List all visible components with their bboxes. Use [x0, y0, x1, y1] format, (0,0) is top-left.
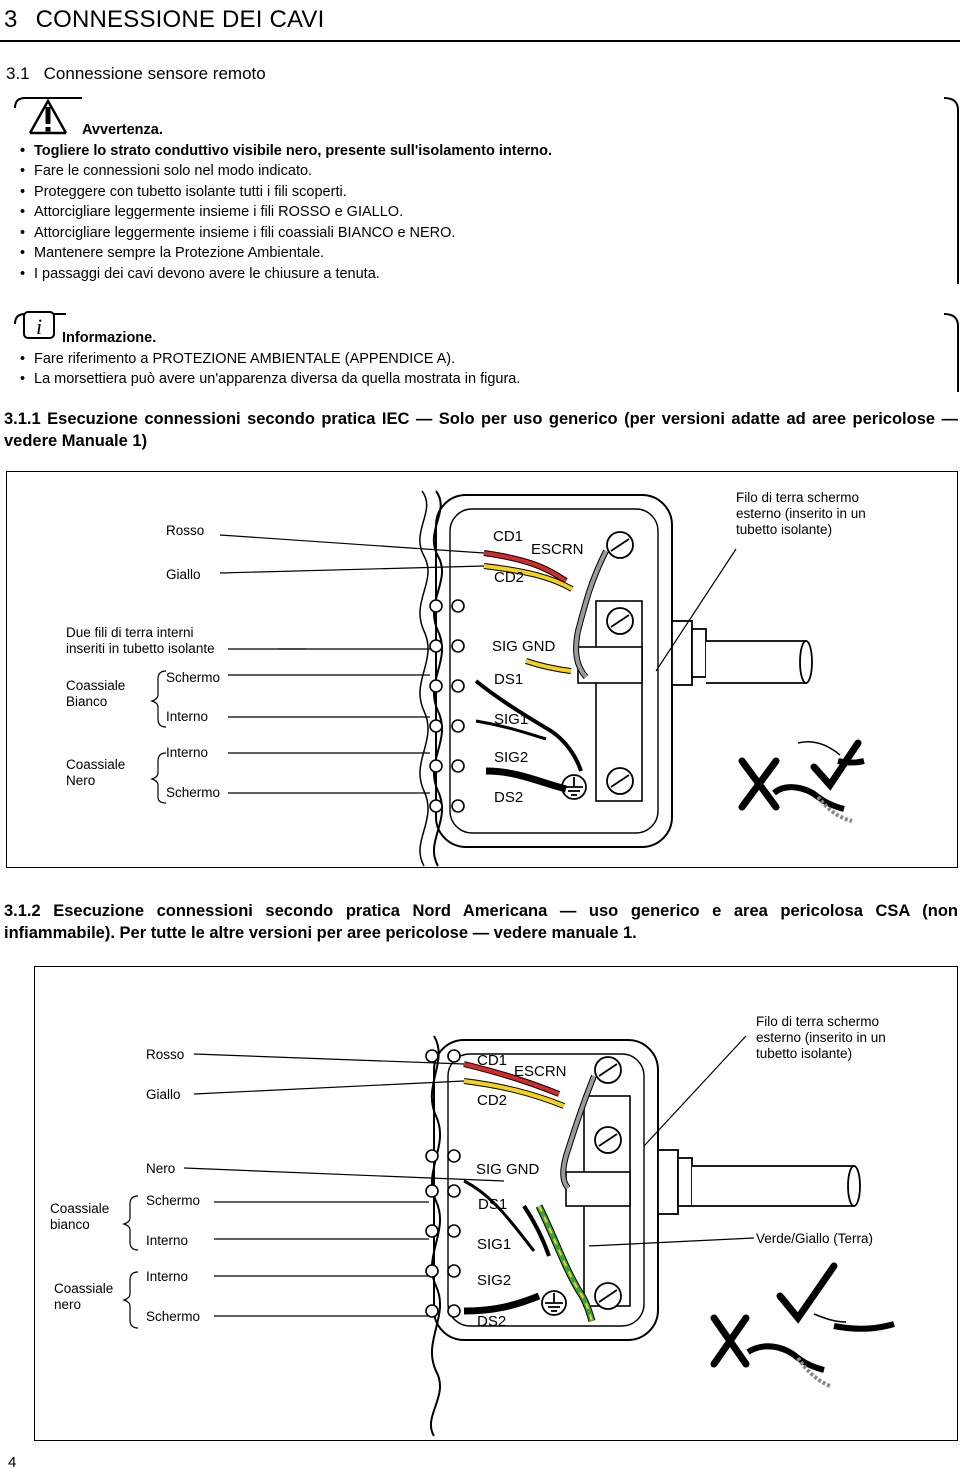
wrong-right-symbols: [710, 1262, 895, 1388]
label-verde-giallo-terra: Verde/Giallo (Terra): [756, 1231, 874, 1246]
wire-red: [483, 551, 568, 583]
wire-black-2: [463, 1292, 541, 1315]
earth-symbol: [561, 774, 587, 800]
label-coassiale-bianco: Coassiale Bianco: [66, 678, 126, 709]
figure-2-drawing: [122, 1035, 895, 1437]
figure-2-frame: [34, 966, 958, 1441]
earth-symbol: [541, 1290, 567, 1316]
svg-text:i: i: [36, 314, 42, 339]
terminal-ds2: DS2: [494, 789, 524, 806]
section-number: 3: [4, 6, 18, 33]
label-giallo: Giallo: [146, 1087, 181, 1102]
page-number: 4: [8, 1454, 17, 1471]
terminal-ds2: DS2: [477, 1313, 507, 1330]
label-coassiale-bianco: Coassiale bianco: [50, 1201, 110, 1232]
leader-lines: [219, 534, 737, 794]
terminal-sig1: SIG1: [477, 1236, 512, 1253]
wire-yellow: [483, 564, 573, 591]
cable-gland: [671, 620, 813, 686]
terminal-sig2: SIG2: [494, 749, 529, 766]
label-nero: Nero: [146, 1161, 176, 1176]
wire-black-2: [485, 767, 567, 793]
info-block: Informazione. Fare riferimento a PROTEZI…: [18, 328, 948, 390]
terminal-screws: [594, 1056, 622, 1310]
figure-1-drawing: [150, 490, 865, 867]
warning-title: Avvertenza.: [82, 122, 163, 138]
info-item: La morsettiera può avere un'apparenza di…: [18, 369, 948, 390]
warning-item: Attorcigliare leggermente insieme i fili…: [18, 202, 948, 223]
warning-item: I passaggi dei cavi devono avere le chiu…: [18, 264, 948, 285]
label-schermo: Schermo: [146, 1193, 201, 1208]
subsection-number: 3.1: [6, 64, 30, 83]
label-interno: Interno: [146, 1269, 189, 1284]
section-title-text: CONNESSIONE DEI CAVI: [35, 6, 325, 33]
info-item: Fare riferimento a PROTEZIONE AMBIENTALE…: [18, 349, 948, 370]
leader-lines: [183, 1035, 755, 1317]
subsection-title: 3.1 Connessione sensore remoto: [6, 64, 266, 84]
label-schermo: Schermo: [146, 1309, 201, 1324]
terminal-strip: [595, 600, 643, 802]
terminal-cd2: CD2: [477, 1092, 508, 1109]
info-list: Fare riferimento a PROTEZIONE AMBIENTALE…: [18, 349, 948, 390]
terminal-screws: [606, 531, 634, 795]
wire-black-1: [474, 679, 583, 772]
warning-block: Avvertenza. Togliere lo strato conduttiv…: [18, 120, 948, 284]
warning-item: Attorcigliare leggermente insieme i fili…: [18, 223, 948, 244]
screw-holes-left: [425, 1049, 461, 1318]
label-giallo: Giallo: [166, 567, 201, 582]
terminal-ds1: DS1: [494, 671, 524, 688]
label-filo-terra-schermo: Filo di terra schermo esterno (inserito …: [756, 1014, 886, 1061]
terminal-escrn: ESCRN: [514, 1063, 567, 1080]
terminal-escrn: ESCRN: [531, 541, 584, 558]
wire-yellow: [463, 1079, 565, 1108]
warning-frame: [14, 97, 959, 284]
label-rosso: Rosso: [166, 523, 205, 538]
label-interno: Interno: [146, 1233, 189, 1248]
header-rule: [0, 40, 960, 42]
figure-1-frame: [6, 471, 958, 868]
wrong-right-symbols: [738, 739, 865, 823]
label-interno: Interno: [166, 709, 209, 724]
wire-grey: [561, 1075, 596, 1190]
screw-holes-left: [429, 599, 465, 813]
terminal-cd2: CD2: [494, 569, 525, 586]
label-coassiale-nero: Coassiale Nero: [66, 757, 126, 788]
subsection-title-text: Connessione sensore remoto: [43, 64, 266, 83]
label-interno: Interno: [166, 745, 209, 760]
cable-gland: [657, 1149, 861, 1215]
wire-grey: [574, 550, 608, 679]
label-coassiale-nero: Coassiale nero: [54, 1281, 114, 1312]
terminal-sig-gnd: SIG GND: [476, 1161, 540, 1178]
section-311-heading: 3.1.1 Esecuzione connessioni secondo pra…: [4, 410, 958, 450]
label-rosso: Rosso: [146, 1047, 185, 1062]
terminal-sig2: SIG2: [477, 1272, 512, 1289]
label-filo-terra-schermo: Filo di terra schermo esterno (inserito …: [736, 490, 866, 537]
label-schermo: Schermo: [166, 670, 221, 685]
braces: [122, 1195, 139, 1329]
section-312-heading: 3.1.2 Esecuzione connessioni secondo pra…: [4, 902, 958, 942]
braces: [150, 670, 167, 804]
warning-item: Togliere lo strato conduttivo visibile n…: [18, 141, 948, 162]
terminal-sig1: SIG1: [494, 711, 529, 728]
warning-item: Fare le connessioni solo nel modo indica…: [18, 161, 948, 182]
warning-item: Proteggere con tubetto isolante tutti i …: [18, 182, 948, 203]
info-i-icon: i: [23, 311, 55, 339]
warning-exclamation-icon: [28, 98, 68, 135]
label-schermo: Schermo: [166, 785, 221, 800]
label-due-fili-terra: Due fili di terra interni inseriti in tu…: [66, 625, 215, 656]
terminal-cd1: CD1: [477, 1052, 508, 1069]
terminal-cd1: CD1: [493, 528, 524, 545]
wire-red: [463, 1062, 560, 1096]
wire-black-1: [463, 1179, 536, 1252]
terminal-sig-gnd: SIG GND: [492, 638, 556, 655]
warning-list: Togliere lo strato conduttivo visibile n…: [18, 141, 948, 285]
terminal-ds1: DS1: [478, 1196, 508, 1213]
warning-item: Mantenere sempre la Protezione Ambiental…: [18, 243, 948, 264]
section-title: 3 CONNESSIONE DEI CAVI: [4, 6, 325, 34]
info-title: Informazione.: [62, 330, 157, 346]
